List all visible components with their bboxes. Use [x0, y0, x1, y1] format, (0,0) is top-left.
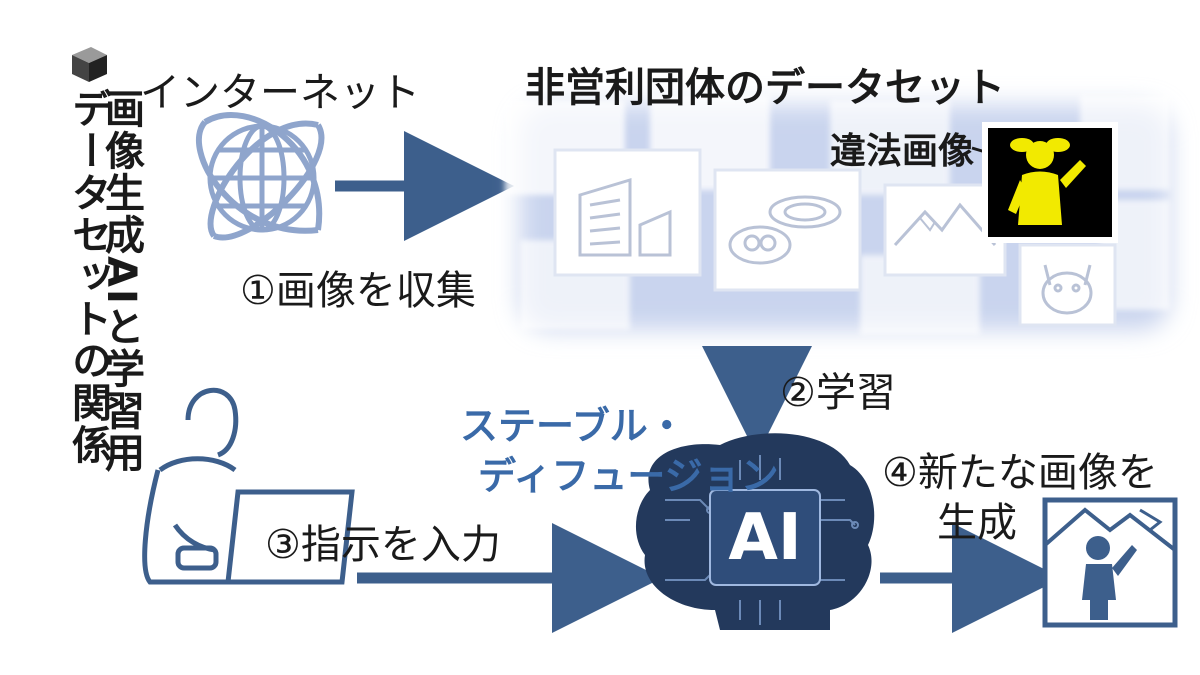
label-illegal: 違法画像 — [830, 131, 975, 172]
ai-chip-label: AI — [728, 501, 802, 575]
figure-icon — [982, 122, 1118, 243]
title-bullet-icon — [72, 47, 107, 82]
label-internet: インターネット — [140, 70, 420, 116]
label-step2: ②学習 — [780, 370, 896, 416]
label-step1: ①画像を収集 — [240, 268, 476, 314]
generated-image-icon — [1042, 497, 1178, 628]
mountain-icon — [883, 183, 1007, 277]
label-ai-name-line1: ステーブル・ — [460, 404, 686, 448]
diagram-title-line1: 画像生成AIと学習用 — [98, 88, 144, 474]
building-icon — [553, 148, 702, 277]
diagram-title-line2: データセットの関係 — [65, 88, 111, 466]
label-step3: ③指示を入力 — [265, 522, 501, 568]
cat-icon — [1018, 243, 1117, 327]
person-laptop-icon — [142, 387, 355, 585]
globe-icon — [196, 112, 325, 241]
label-dataset: 非営利団体のデータセット — [525, 65, 1005, 111]
label-step4-line1: ④新たな画像を — [882, 450, 1158, 496]
label-ai-name-line2: ディフュージョン — [478, 454, 779, 498]
circuit-brain-icon — [635, 433, 875, 630]
label-step4-line2: 生成 — [937, 500, 1017, 546]
food-icon — [713, 168, 862, 292]
